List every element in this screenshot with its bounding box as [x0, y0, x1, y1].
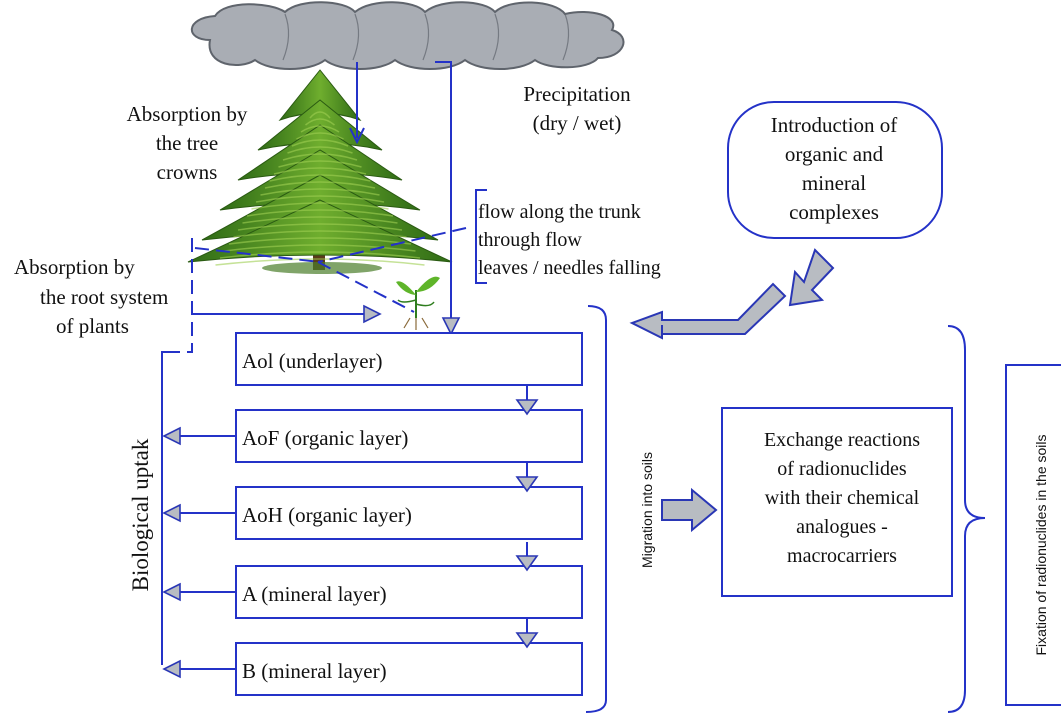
connector-lines	[161, 61, 1061, 713]
exchange-line: Exchange reactions	[764, 429, 920, 451]
exchange-line: macrocarriers	[787, 545, 897, 567]
arrowhead	[162, 659, 181, 679]
migration-in-arrow	[629, 282, 787, 340]
arrowhead	[162, 503, 181, 523]
layer-box: AoH (organic layer)	[162, 463, 583, 540]
fixation-label: Fixation of radionuclides in the soils	[1033, 434, 1049, 655]
exchange-line: analogues -	[796, 516, 888, 538]
layer-label: AoF (organic layer)	[242, 426, 408, 450]
svg-text:the tree: the tree	[156, 131, 218, 155]
exchange-reactions-box: Exchange reactions of radionuclides with…	[721, 407, 953, 597]
svg-text:(dry / wet): (dry / wet)	[533, 111, 622, 135]
biological-uptake-label: Biological uptak	[128, 438, 153, 591]
spruce-tree-icon	[187, 69, 453, 274]
layer-label: AoH (organic layer)	[242, 503, 412, 527]
exchange-arrow	[661, 487, 718, 533]
introduction-line: complexes	[789, 200, 879, 224]
layer-box: A (mineral layer)	[162, 542, 583, 619]
layer-box: Aol (underlayer)	[235, 332, 583, 386]
introduction-line: Introduction of	[771, 113, 898, 137]
absorption-root-label: Absorption by the root system of plants	[14, 255, 168, 338]
layer-label: Aol (underlayer)	[242, 349, 383, 373]
migration-label: Migration into soils	[639, 452, 655, 568]
exchange-line: of radionuclides	[777, 458, 907, 480]
svg-text:flow along the trunk: flow along the trunk	[478, 201, 641, 223]
svg-text:Absorption by: Absorption by	[14, 255, 135, 279]
seedling-icon	[396, 276, 440, 330]
svg-text:crowns: crowns	[157, 160, 218, 184]
exchange-line: with their chemical	[765, 487, 920, 509]
tree-ground	[262, 262, 382, 274]
arrowhead	[162, 582, 181, 602]
arrowhead	[441, 317, 461, 336]
introduction-box: Introduction of organic and mineral comp…	[727, 101, 943, 239]
absorption-crowns-label: Absorption by the tree crowns	[127, 102, 248, 184]
layer-box: B (mineral layer)	[162, 619, 583, 696]
precipitation-label: Precipitation (dry / wet)	[523, 82, 631, 135]
flow-label: flow along the trunk through flow leaves…	[478, 201, 661, 279]
intro-arrow	[788, 248, 835, 307]
svg-text:the root system: the root system	[40, 285, 168, 309]
svg-text:Precipitation: Precipitation	[523, 82, 631, 106]
introduction-line: organic and	[785, 142, 884, 166]
layer-label: A (mineral layer)	[242, 582, 387, 606]
layer-label: B (mineral layer)	[242, 659, 387, 683]
svg-text:through flow: through flow	[478, 229, 582, 251]
layer-box: AoF (organic layer)	[162, 386, 583, 463]
introduction-line: mineral	[802, 171, 866, 195]
flow-arrows	[629, 248, 835, 533]
arrowhead	[363, 304, 382, 324]
fixation-box	[1005, 364, 1061, 706]
cloud-icon	[190, 1, 625, 70]
svg-text:of plants: of plants	[56, 314, 129, 338]
soil-layers: Aol (underlayer) AoF (organic layer) AoH (…	[162, 332, 583, 696]
svg-text:leaves / needles falling: leaves / needles falling	[478, 257, 661, 279]
svg-text:Absorption by: Absorption by	[127, 102, 248, 126]
arrowhead	[162, 426, 181, 446]
